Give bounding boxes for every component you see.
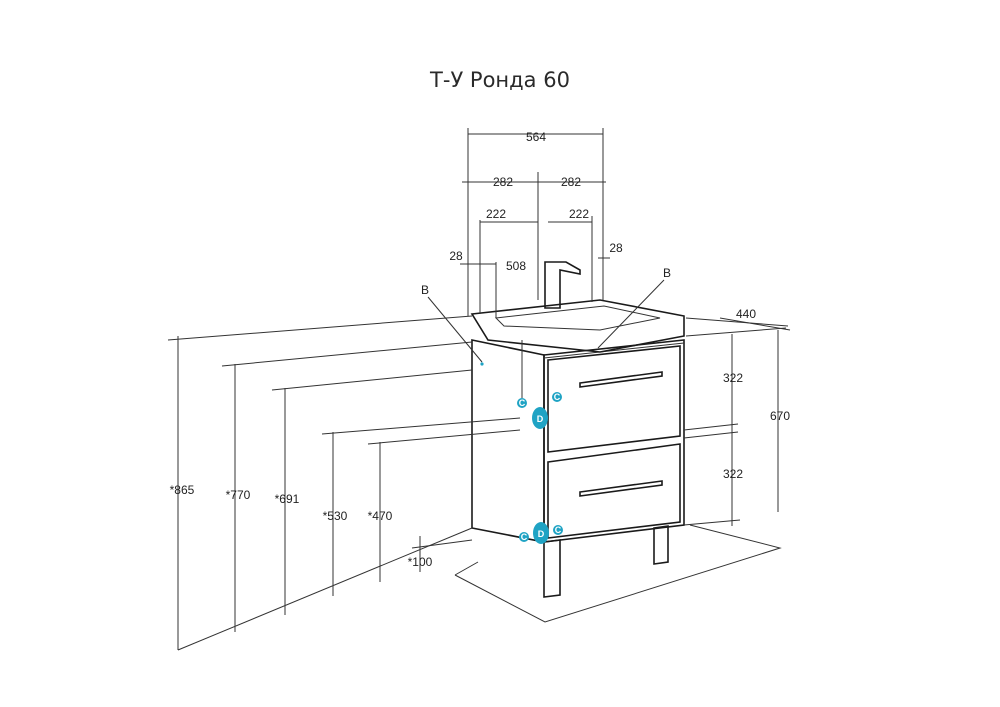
- dim-offset-right: 222: [569, 207, 589, 221]
- connector-c-upper-right: C: [554, 392, 561, 402]
- basin: [470, 261, 685, 353]
- top-drawer: [547, 345, 681, 453]
- connector-d-upper: D: [537, 414, 544, 424]
- marker-b-left: B: [421, 283, 429, 297]
- mount-point-dot: [480, 362, 484, 366]
- dim-height-865: *865: [170, 483, 195, 497]
- dim-edge-left: 28: [449, 249, 463, 263]
- dim-basin-width: 508: [506, 259, 526, 273]
- dim-drawer-top: 322: [723, 371, 743, 385]
- bottom-drawer-handle: [579, 480, 663, 497]
- connector-c-upper-left: C: [519, 398, 526, 408]
- floor-footprint: [454, 524, 782, 623]
- dim-depth: 440: [736, 307, 756, 321]
- dim-height-470: *470: [368, 509, 393, 523]
- left-height-dimensions: [167, 315, 521, 651]
- dim-edge-right: 28: [609, 241, 623, 255]
- dim-offset-left: 222: [486, 207, 506, 221]
- connector-upper: C C D: [517, 340, 562, 429]
- faucet: [544, 261, 581, 309]
- connector-d-lower: D: [538, 529, 545, 539]
- dim-height-100: *100: [408, 555, 433, 569]
- marker-b-right: B: [663, 266, 671, 280]
- diagram-title: Т-У Ронда 60: [430, 68, 570, 92]
- top-dimensions: [460, 128, 610, 318]
- bottom-drawer: [547, 443, 681, 539]
- dim-half-right: 282: [561, 175, 581, 189]
- connector-c-lower-left: C: [521, 532, 528, 542]
- dim-height-530: *530: [323, 509, 348, 523]
- connector-c-lower-right: C: [555, 525, 562, 535]
- connector-lower: C C D: [519, 522, 563, 544]
- right-dimensions: [683, 317, 791, 526]
- dim-height-770: *770: [226, 488, 251, 502]
- dim-total-width: 564: [526, 130, 546, 144]
- cabinet-body: [471, 339, 685, 598]
- right-leg: [653, 525, 669, 565]
- dim-height-691: *691: [275, 492, 300, 506]
- dim-half-left: 282: [493, 175, 513, 189]
- front-leg: [543, 539, 561, 598]
- top-drawer-handle: [579, 371, 663, 388]
- dim-drawer-bottom: 322: [723, 467, 743, 481]
- dim-cabinet-height: 670: [770, 409, 790, 423]
